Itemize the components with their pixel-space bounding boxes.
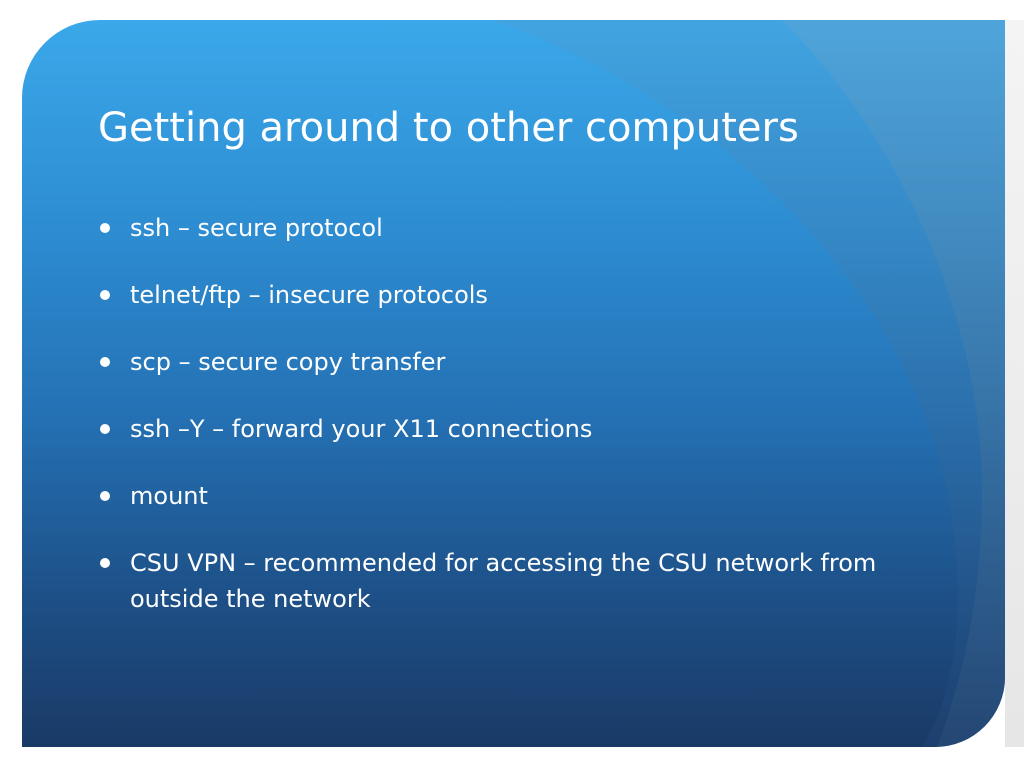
bullet-text: telnet/ftp – insecure protocols	[130, 281, 488, 309]
bullet-text: CSU VPN – recommended for accessing the …	[130, 549, 877, 613]
bullet-dot-icon	[100, 558, 110, 568]
bullet-dot-icon	[100, 223, 110, 233]
bullet-dot-icon	[100, 357, 110, 367]
bullet-dot-icon	[100, 424, 110, 434]
slide-title: Getting around to other computers	[98, 105, 799, 151]
bullet-item-ssh-y: ssh –Y – forward your X11 connections	[98, 411, 958, 447]
bullet-item-telnet-ftp: telnet/ftp – insecure protocols	[98, 277, 958, 313]
bullet-dot-icon	[100, 290, 110, 300]
bullet-item-ssh: ssh – secure protocol	[98, 210, 958, 246]
bullet-text: ssh – secure protocol	[130, 214, 383, 242]
bullet-text: ssh –Y – forward your X11 connections	[130, 415, 593, 443]
bullet-item-mount: mount	[98, 478, 958, 514]
bullet-list: ssh – secure protocol telnet/ftp – insec…	[98, 210, 958, 648]
bullet-item-scp: scp – secure copy transfer	[98, 344, 958, 380]
slide-edge-strip	[1005, 20, 1024, 747]
slide-background	[22, 20, 1005, 747]
bullet-text: scp – secure copy transfer	[130, 348, 446, 376]
bullet-dot-icon	[100, 491, 110, 501]
bullet-text: mount	[130, 482, 208, 510]
background-swoosh-decoration	[492, 20, 1005, 747]
bullet-item-csu-vpn: CSU VPN – recommended for accessing the …	[98, 545, 958, 617]
